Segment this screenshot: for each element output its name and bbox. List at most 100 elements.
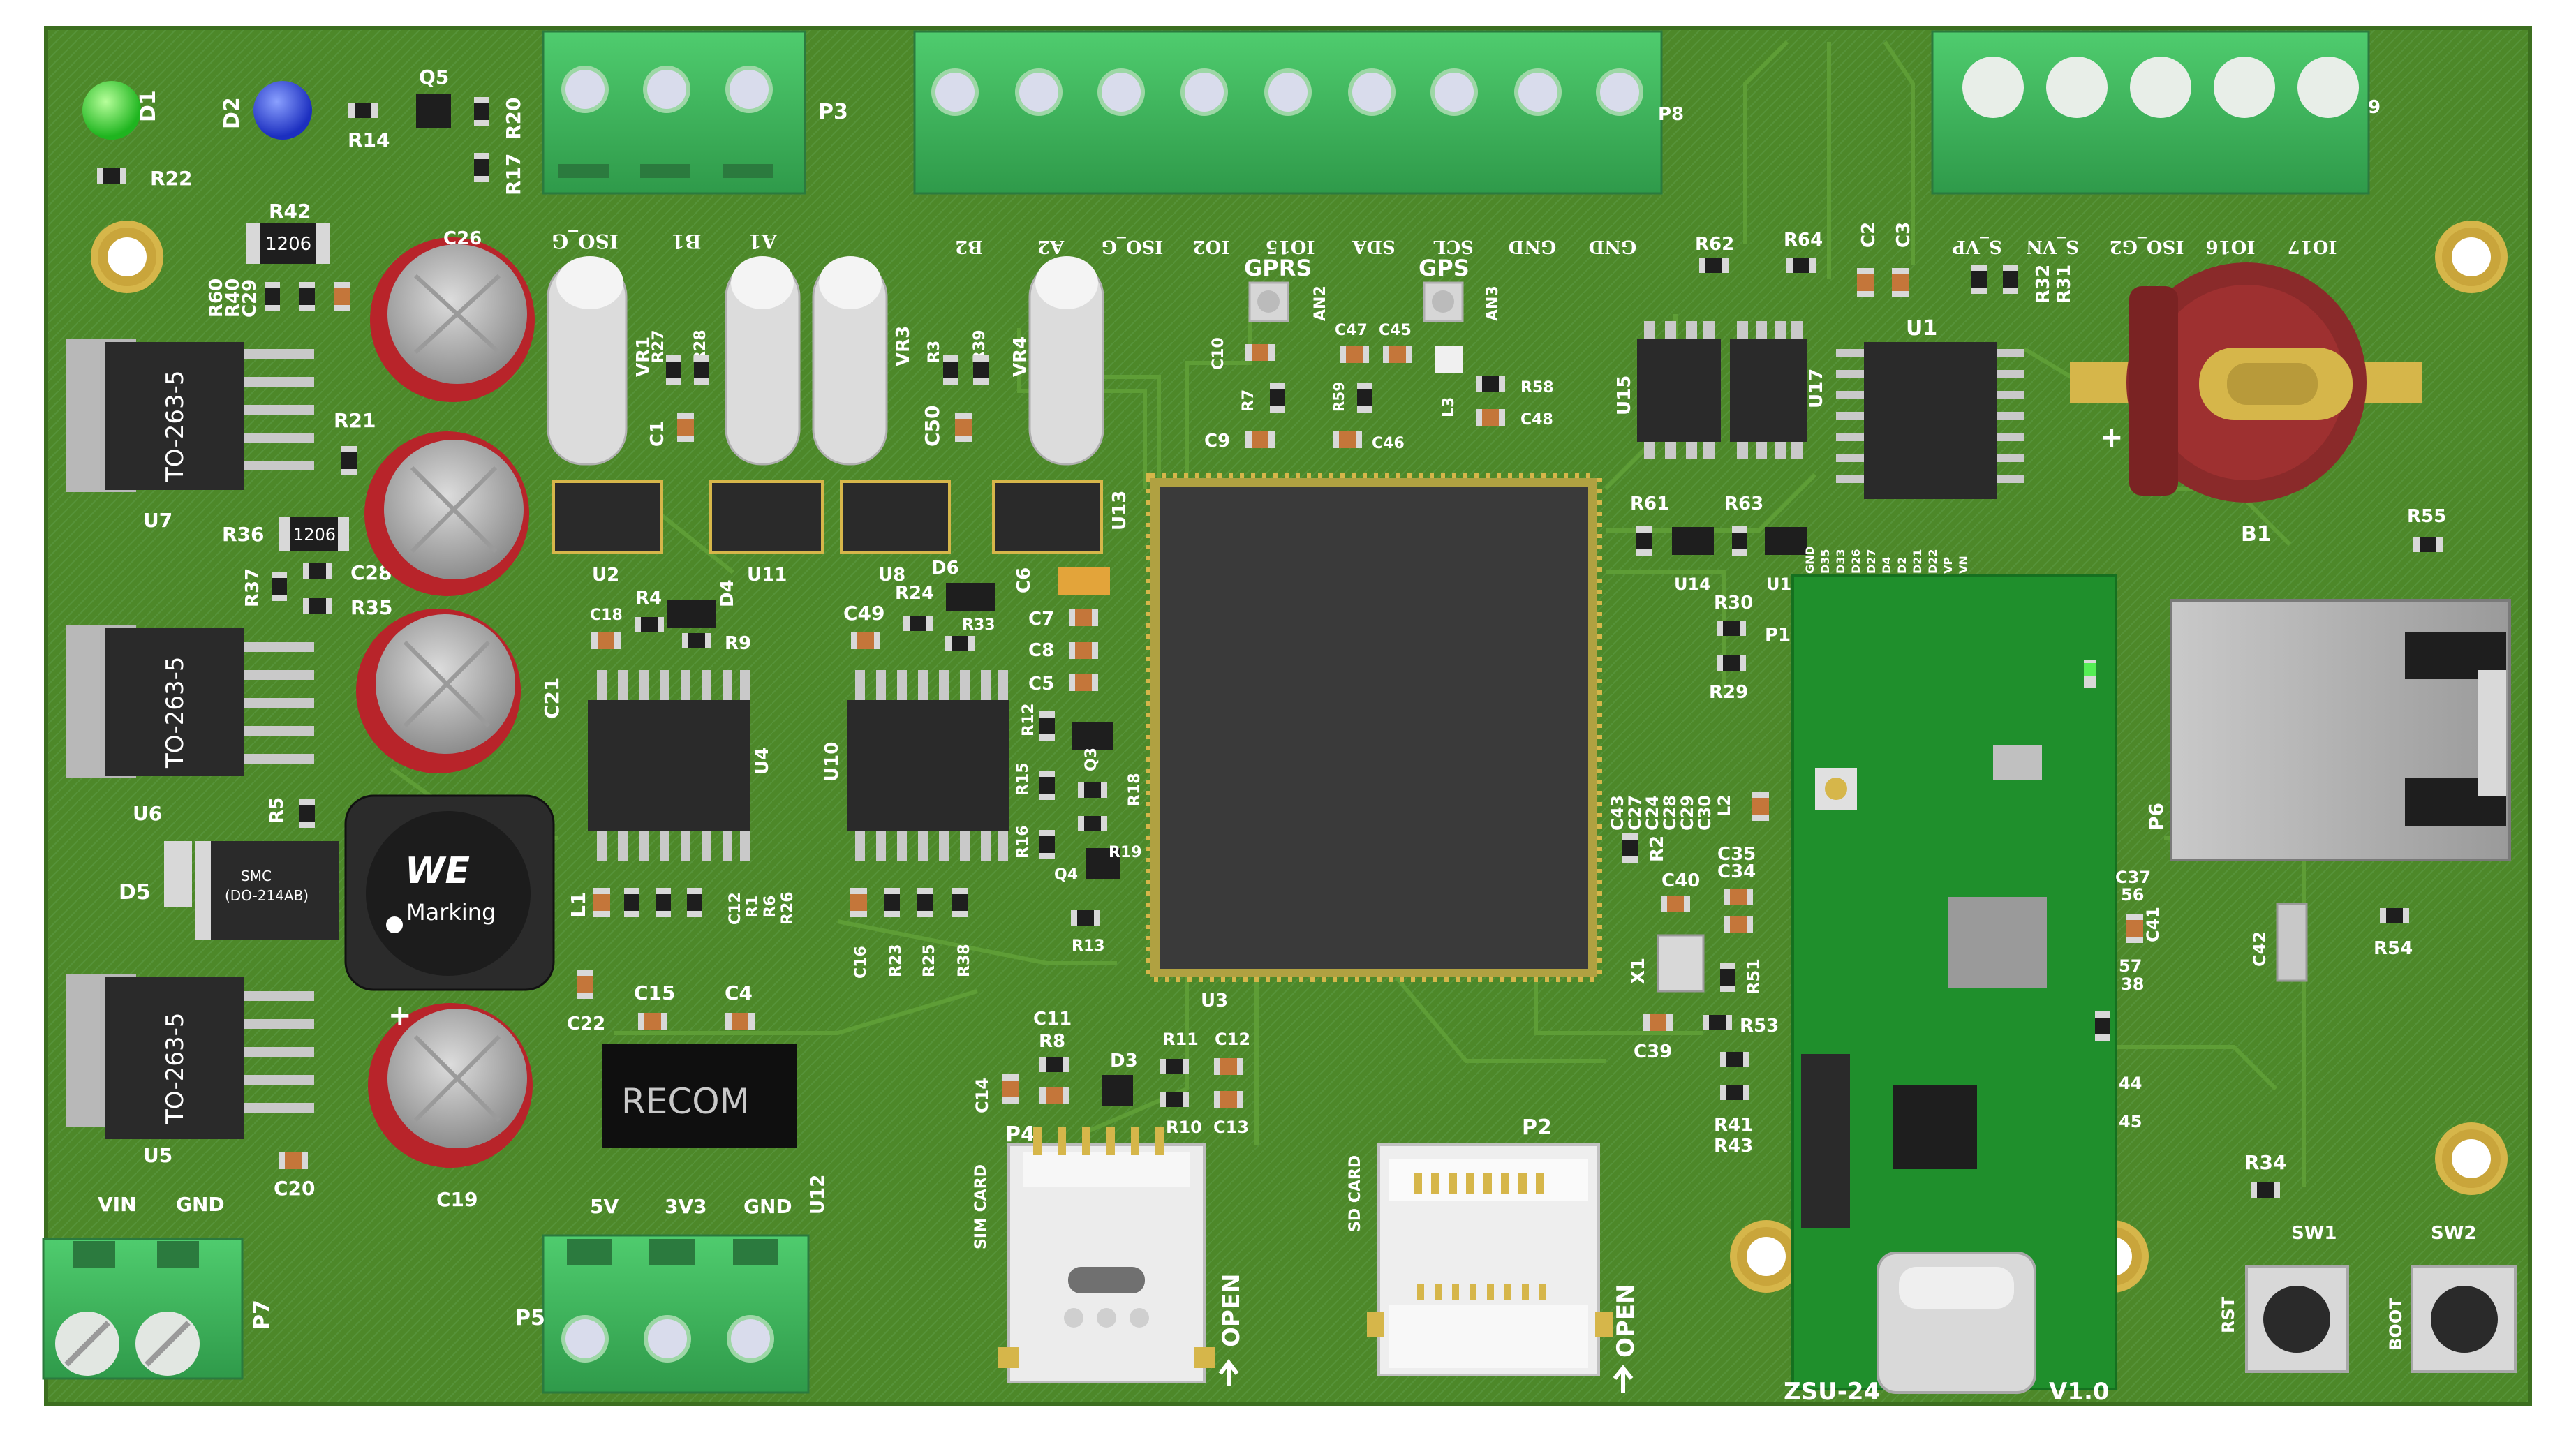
resistor-r34: [2251, 1182, 2280, 1198]
varistor-vr3: [812, 256, 888, 466]
chip-u15: [1637, 321, 1721, 459]
label-c24: C24: [1643, 795, 1662, 831]
resistor-small-5: [1078, 782, 1107, 798]
label-c13: C13: [1213, 1118, 1249, 1137]
p5-pin-5v: 5V: [590, 1195, 619, 1218]
label-boot: BOOT: [2386, 1298, 2406, 1351]
diode-d6: [946, 583, 995, 611]
resistor-r63: [1732, 526, 1747, 556]
varistor-vr4: [1028, 256, 1104, 466]
p9-pin-5: IO17: [2288, 236, 2337, 257]
label-c26: C26: [443, 228, 482, 249]
sd-card-slot-p2[interactable]: [1367, 1143, 1613, 1376]
label-r61: R61: [1630, 493, 1669, 514]
p3-pin-2: B1: [671, 230, 701, 253]
capacitor-c15: [638, 1013, 667, 1030]
resistor-r41: [1720, 1085, 1749, 1100]
diode-d5: SMC (DO-214AB): [164, 841, 339, 940]
label-r12: R12: [1020, 703, 1037, 736]
ethernet-jack-p6[interactable]: [2170, 599, 2511, 861]
chip-u16: [1765, 527, 1807, 555]
cap-column-labels: C43 C27 C24 C28 C29 C30 L2: [1608, 794, 1734, 831]
label-p3: P3: [818, 100, 848, 124]
capacitor-c41: [2126, 914, 2143, 943]
terminal-block-p3: [542, 30, 806, 195]
label-sim-open: OPEN: [1217, 1273, 1245, 1347]
l1-marking: Marking: [406, 899, 496, 926]
capacitor-c14: [1002, 1074, 1019, 1104]
p9-pin-3: ISO_G2: [2110, 236, 2184, 257]
capacitor-c2: [1857, 268, 1874, 297]
dcdc-module-recom: RECOM: [602, 1044, 797, 1148]
p8-pin-1: B2: [955, 236, 983, 257]
capacitor-c49: [851, 632, 880, 649]
label-l1: L1: [567, 892, 590, 918]
label-sw2: SW2: [2431, 1223, 2477, 1244]
regulator-u6: TO-263-5: [66, 625, 314, 778]
label-c28b: C28: [1660, 795, 1680, 831]
label-r4: R4: [635, 588, 662, 609]
label-r64: R64: [1784, 230, 1823, 251]
terminal-block-p5: [542, 1234, 810, 1394]
label-p8: P8: [1658, 104, 1684, 125]
label-c50: C50: [921, 405, 944, 447]
resistor-r23: [884, 888, 900, 917]
label-vr3: VR3: [893, 326, 914, 366]
label-r60: R60: [206, 279, 227, 318]
resistor-r59: [1357, 383, 1372, 413]
label-c37: C37: [2115, 868, 2151, 887]
resistor-r38: [952, 888, 968, 917]
label-r36: R36: [222, 523, 265, 546]
label-l3: L3: [1440, 397, 1458, 417]
chip-u11: [709, 480, 824, 554]
antenna-connector-gprs[interactable]: [1248, 281, 1289, 322]
reset-button-sw1[interactable]: [2245, 1265, 2349, 1373]
resistor-r11: [1160, 1059, 1189, 1074]
capacitor-l2: [1752, 792, 1769, 821]
label-c18: C18: [590, 607, 623, 624]
label-r32: R32: [2033, 265, 2054, 304]
capacitor-c7: [1069, 609, 1098, 626]
capacitor-c3: [1892, 268, 1909, 297]
label-d4: D4: [717, 579, 738, 607]
mcu-u3: [1146, 473, 1602, 982]
capacitor-c6: [1058, 567, 1110, 595]
resistor-r27: [666, 355, 681, 385]
boot-button-sw2[interactable]: [2411, 1265, 2517, 1373]
label-r3: R3: [926, 341, 943, 363]
resistor-r15: [1039, 771, 1055, 800]
capacitor-c5: [1069, 674, 1098, 691]
label-c19: C19: [436, 1188, 478, 1211]
capacitor-c16: [850, 888, 867, 917]
p9-pin-2: S_VN: [2026, 236, 2079, 257]
capacitor-c4: [725, 1013, 755, 1030]
resistor-r13: [1071, 910, 1100, 926]
capacitor-c18: [591, 632, 621, 649]
label-d1: D1: [136, 90, 161, 122]
label-r51: R51: [1744, 958, 1763, 995]
label-r42: R42: [269, 200, 311, 223]
label-c43: C43: [1608, 795, 1627, 831]
label-gprs: GPRS: [1244, 255, 1312, 281]
b1-polarity: +: [2100, 422, 2124, 454]
label-r55: R55: [2407, 506, 2446, 527]
mod-pin-4: D26: [1849, 549, 1863, 574]
capacitor-small-1: [334, 282, 350, 311]
label-p7: P7: [250, 1300, 274, 1330]
sim-card-slot-p4[interactable]: [998, 1127, 1215, 1383]
label-c8: C8: [1028, 640, 1054, 661]
resistor-r9: [682, 633, 711, 648]
resistor-small-3: [303, 563, 332, 579]
label-l2: L2: [1715, 794, 1734, 817]
transistor-q3: [1072, 722, 1113, 750]
label-c44: 44: [2119, 1074, 2142, 1093]
resistor-small-8: [656, 888, 671, 917]
label-r23: R23: [887, 944, 905, 977]
label-c48: C48: [1520, 411, 1553, 429]
capacitor-c1: [677, 413, 694, 442]
led-d2-blue: [253, 81, 312, 140]
label-u15: U15: [1614, 376, 1635, 415]
label-p4: P4: [1005, 1122, 1035, 1147]
inductor-l1: WE Marking: [344, 794, 555, 991]
resistor-r20: [474, 97, 489, 126]
